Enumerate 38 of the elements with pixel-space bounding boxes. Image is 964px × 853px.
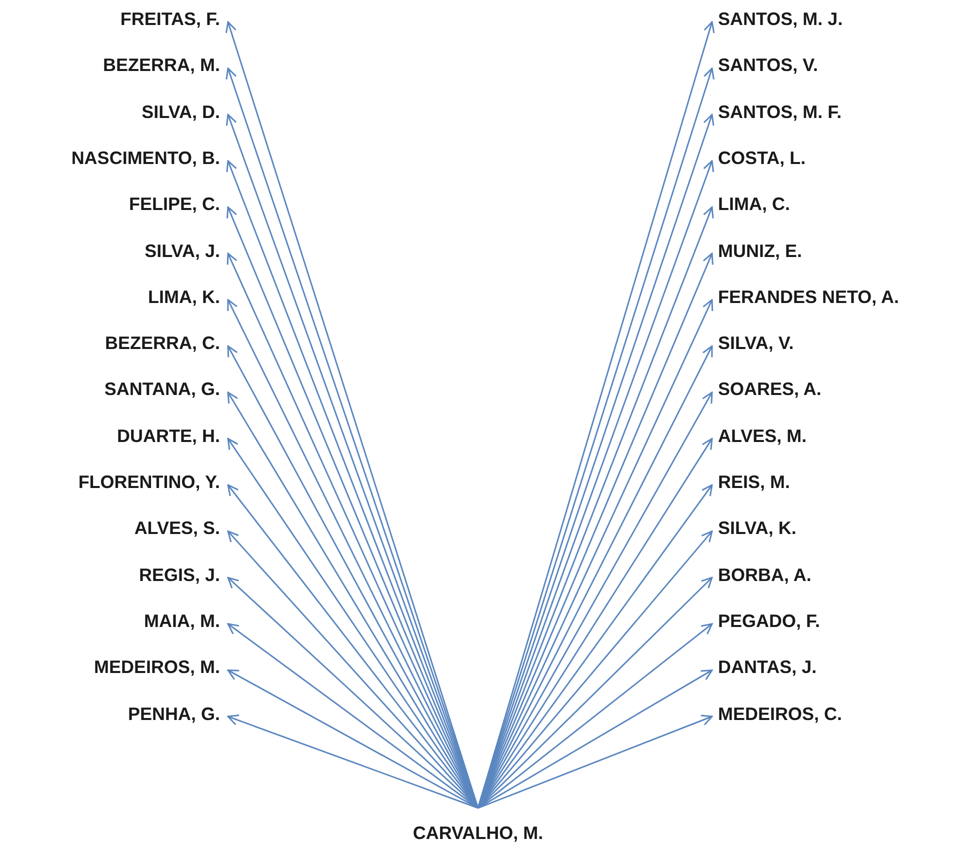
person-name: REGIS, J. (138, 564, 220, 586)
person-name: SILVA, K. (718, 517, 796, 540)
person-name: MUNIZ, E. (718, 240, 802, 262)
person-name: NASCIMENTO, B. (71, 146, 220, 169)
arrow (478, 669, 713, 809)
person-name: SILVA, J. (144, 240, 220, 262)
arrow (227, 623, 478, 809)
person-name: FREITAS, F. (120, 8, 220, 30)
person-name: REIS, M. (718, 471, 790, 493)
person-name: PENHA, G. (128, 702, 220, 724)
person-name: PEGADO, F. (718, 610, 820, 632)
person-name: COSTA, L. (718, 146, 806, 169)
person-name: DANTAS, J. (718, 656, 817, 678)
arrow (227, 669, 478, 809)
person-name: FELIPE, C. (128, 193, 220, 216)
person-name: LIMA, C. (718, 193, 790, 216)
person-name: ALVES, S. (134, 517, 220, 540)
person-name: SANTOS, M. F. (718, 100, 842, 123)
person-name: DUARTE, H. (117, 424, 220, 447)
person-name: ALVES, M. (718, 424, 807, 447)
arrow (478, 714, 713, 809)
person-name: CARVALHO, M. (412, 822, 544, 844)
person-name: SANTOS, M. J. (718, 8, 843, 30)
person-name: LIMA, K. (148, 286, 220, 308)
person-name: MAIA, M. (144, 610, 220, 632)
person-name: SANTOS, V. (718, 54, 818, 76)
person-name: SILVA, D. (142, 100, 220, 123)
person-name: BORBA, A. (718, 564, 812, 586)
person-name: SOARES, A. (718, 378, 822, 400)
person-name: SANTANA, G. (104, 378, 220, 400)
person-name: FERANDES NETO, A. (718, 286, 900, 308)
person-name: BEZERRA, C. (104, 332, 220, 354)
person-name: MEDEIROS, C. (718, 702, 842, 724)
arrow (227, 714, 478, 809)
person-name: FLORENTINO, Y. (78, 471, 220, 493)
person-name: BEZERRA, M. (103, 54, 220, 76)
person-name: MEDEIROS, M. (94, 656, 220, 678)
person-name: SILVA, V. (718, 332, 794, 354)
